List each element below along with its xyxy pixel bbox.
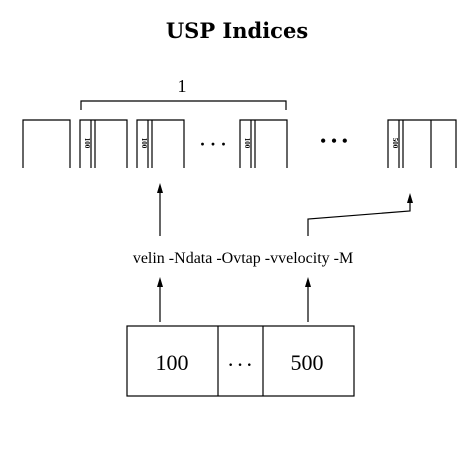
trace-label: 500 xyxy=(391,138,399,149)
trace-label: 100 xyxy=(243,138,251,149)
trace-label: 100 xyxy=(83,138,91,149)
value-first: 100 xyxy=(156,350,189,375)
trace-label: 100 xyxy=(140,138,148,149)
trace-panel xyxy=(22,119,71,168)
arrow-from-last-value xyxy=(305,277,311,322)
small-ellipsis: · · · xyxy=(199,134,226,154)
trace-panel xyxy=(239,119,288,168)
value-box xyxy=(126,325,355,397)
diagram-title: USP Indices xyxy=(166,18,308,43)
arrow-to-first-trace xyxy=(157,183,163,236)
value-last: 500 xyxy=(291,350,324,375)
trace-panel xyxy=(387,119,457,168)
bracket-label: 1 xyxy=(178,76,187,96)
trace-panel xyxy=(136,119,185,168)
group-bracket xyxy=(80,100,287,110)
trace-panel xyxy=(79,119,128,168)
arrow-to-last-trace xyxy=(307,193,413,236)
trace-panels xyxy=(22,119,457,168)
command-text: velin -Ndata -Ovtap -vvelocity -M xyxy=(133,250,353,267)
arrow-from-first-value xyxy=(157,277,163,322)
value-ellipsis: · · · xyxy=(228,357,252,374)
large-ellipsis: • • • xyxy=(320,131,348,151)
